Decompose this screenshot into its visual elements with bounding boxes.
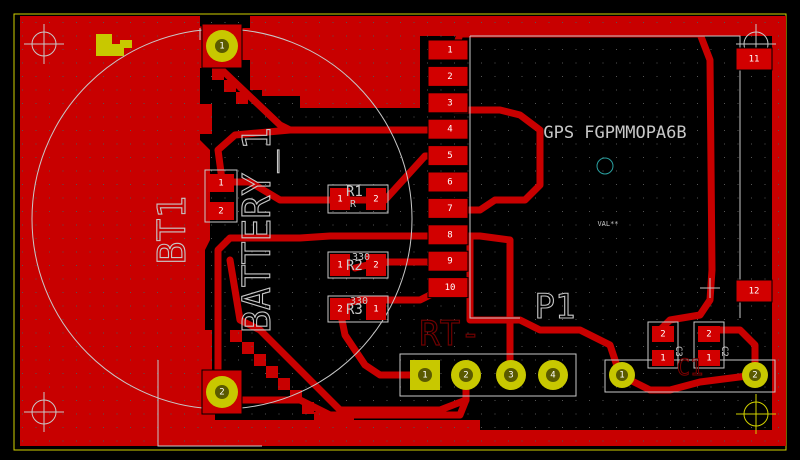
r1-sub: R <box>350 199 357 210</box>
cap-b-pad-bottom: 1 <box>706 354 711 364</box>
gps-pad-8: 8 <box>427 224 469 246</box>
rt-label: RT- <box>419 314 480 354</box>
r1-pad-left: 1 <box>337 195 342 205</box>
cap-a-pad-top: 2 <box>660 330 665 340</box>
gps-pad-11-label: 11 <box>749 55 760 65</box>
battery-pad-bottom-label: 2 <box>219 388 224 398</box>
battery-pad-bottom: 2 <box>201 369 243 415</box>
c3-label: C3 <box>673 346 683 357</box>
battery-pad-top-label: 1 <box>219 42 224 52</box>
gps-pad-5: 5 <box>427 145 469 167</box>
gps-outline <box>470 35 741 318</box>
cap-a-pad-bottom: 1 <box>660 354 665 364</box>
gps-pad-2: 2 <box>427 65 469 87</box>
r2-pad-left: 1 <box>337 261 342 271</box>
c-left-pad-2: 2 <box>218 207 223 217</box>
gps-pad-12: 12 <box>735 279 773 303</box>
header-pad-3: 3 <box>496 360 526 390</box>
header-pad-label: 2 <box>463 371 468 381</box>
cap-a-footprint: 2 1 C3 <box>647 321 683 369</box>
gps-pad-label: 6 <box>447 178 452 188</box>
two-pin-pad-b: 2 <box>742 362 768 388</box>
trace-pin7 <box>436 106 544 214</box>
gps-pad-label: 4 <box>447 125 452 135</box>
r2-value: 330 <box>352 252 370 263</box>
gps-pad-label: 5 <box>447 151 452 161</box>
r2-footprint: 1 2 R2 330 <box>327 251 389 279</box>
bt1-label: BT1 <box>150 196 194 265</box>
r1-footprint: 1 2 R1 R <box>327 184 389 214</box>
cap-b-footprint: 2 1 C2 <box>693 321 729 369</box>
gps-pad-11: 11 <box>735 47 773 71</box>
trace-two-pin <box>616 371 759 394</box>
battery-label: BATTERY_1 <box>235 127 280 333</box>
trace-r3 <box>336 306 429 379</box>
gps-pad-3: 3 <box>427 92 469 114</box>
mount-hole-tl <box>24 24 64 64</box>
header-pad-label: 3 <box>508 371 513 381</box>
c1-label: C1 <box>677 356 704 381</box>
r3-pad-left: 2 <box>337 305 342 315</box>
copper-pour-right-strip <box>772 16 786 446</box>
mount-hole-bl <box>24 392 64 432</box>
r2-pad-right: 2 <box>373 261 378 271</box>
val-label: VAL** <box>597 220 618 228</box>
gps-pad-label: 10 <box>445 283 456 293</box>
gps-pad-label: 8 <box>447 230 452 240</box>
header-pad-4: 4 <box>538 360 568 390</box>
logo-mark <box>96 34 132 56</box>
r1-pad-right: 2 <box>373 195 378 205</box>
two-pin-pad-b-label: 2 <box>752 371 757 381</box>
gps-pad-7: 7 <box>427 197 469 219</box>
gps-pads: 1 2 3 4 5 6 7 8 9 10 <box>427 39 469 299</box>
gps-pad-label: 9 <box>447 257 452 267</box>
two-pin-outline <box>604 359 776 393</box>
battery-bracket <box>157 360 262 447</box>
mount-hole-br <box>736 394 776 434</box>
trace-right-top <box>451 30 716 334</box>
copper-pour-top-strip <box>250 16 786 32</box>
trace-c1 <box>218 178 344 204</box>
c-left-pad-1: 1 <box>218 179 223 189</box>
c2-label: C2 <box>719 346 729 357</box>
trace-pin8-left <box>214 232 444 394</box>
header-outline <box>399 353 577 397</box>
two-pin-pad-a-label: 1 <box>619 371 624 381</box>
copper-pour-main <box>20 16 215 446</box>
header-pad-label: 4 <box>550 371 555 381</box>
c-left-footprint: 1 2 <box>204 169 238 223</box>
r3-value: 330 <box>350 296 368 307</box>
gps-pad-1: 1 <box>427 39 469 61</box>
header-pad-2: 2 <box>451 360 481 390</box>
p1-label: P1 <box>535 287 576 327</box>
gps-pad-6: 6 <box>427 171 469 193</box>
gps-pad-label: 1 <box>447 46 452 56</box>
gps-fiducial <box>596 157 614 175</box>
copper-pour-top <box>250 16 785 108</box>
gps-pad-label: 2 <box>447 72 452 82</box>
gps-title: GPS FGPMMOPA6B <box>543 123 686 143</box>
cap-b-pad-top: 2 <box>706 330 711 340</box>
header-pad-1: 1 <box>410 360 440 390</box>
gps-outline-left <box>469 36 520 319</box>
gps-pad-10: 10 <box>427 277 469 299</box>
two-pin-pad-a: 1 <box>609 362 635 388</box>
gps-pad-9: 9 <box>427 250 469 272</box>
copper-pour-bottom-strip <box>150 430 786 446</box>
gps-module-silk <box>469 35 741 319</box>
r3-footprint: 2 1 R3 330 <box>327 295 389 323</box>
r3-pad-right: 1 <box>373 305 378 315</box>
gps-pad-4: 4 <box>427 118 469 140</box>
r2-label: R2 <box>346 258 363 274</box>
battery-pad-top: 1 <box>201 23 243 69</box>
trace-left-col <box>214 126 294 184</box>
r3-label: R3 <box>346 302 363 318</box>
r1-label: R1 <box>346 184 363 200</box>
header-pads: 1 2 3 4 <box>410 360 568 390</box>
header-pad-label: 1 <box>422 371 427 381</box>
gps-pad-12-label: 12 <box>749 287 760 297</box>
gps-pad-label: 7 <box>447 204 452 214</box>
gps-pad-label: 3 <box>447 98 452 108</box>
